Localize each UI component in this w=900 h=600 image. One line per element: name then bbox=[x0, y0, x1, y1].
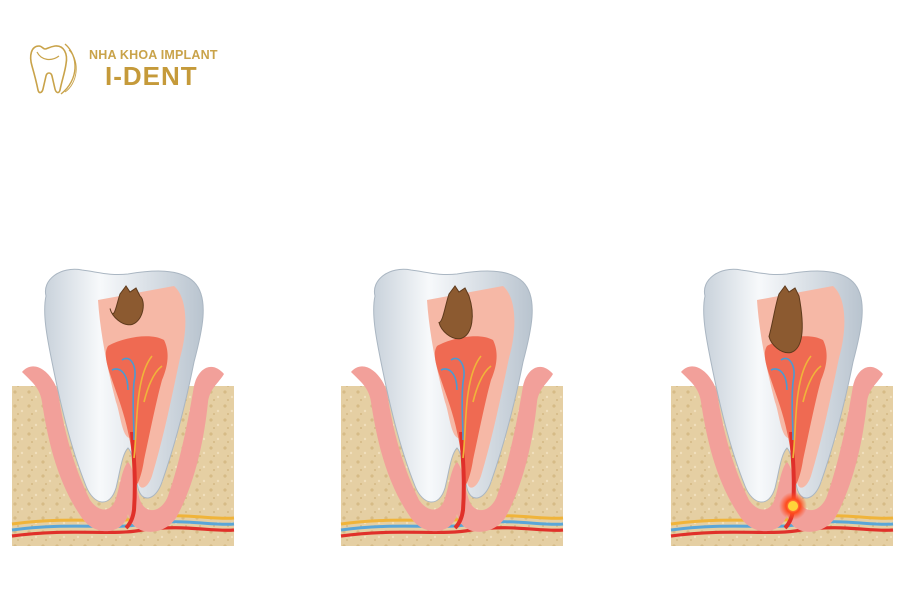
tooth-decay bbox=[109, 285, 144, 326]
tooth-illustration bbox=[11, 268, 235, 546]
gum-tissue bbox=[22, 366, 224, 532]
tooth-diagram-stage-3 bbox=[670, 262, 894, 550]
tooth-decay bbox=[438, 285, 473, 340]
tooth-logo-icon bbox=[29, 43, 77, 95]
pulp-nerve-branch bbox=[440, 368, 458, 391]
pulp-nerve-branch bbox=[472, 365, 492, 403]
pulp-nerve-branch bbox=[450, 357, 465, 441]
pulp-nerve-branch bbox=[802, 365, 822, 403]
root-canal-nerve bbox=[453, 431, 466, 530]
tooth-illustration bbox=[340, 268, 564, 546]
brand-name-main: I-DENT bbox=[105, 61, 198, 91]
pulp-nerve-branch bbox=[462, 355, 482, 459]
root-canal-nerve bbox=[124, 431, 137, 530]
abscess-core bbox=[788, 501, 798, 511]
pulp-nerve-branch bbox=[111, 368, 129, 391]
pulp-nerve-branch bbox=[792, 355, 812, 459]
tooth-illustration bbox=[670, 268, 894, 546]
pulp-nerve-branch bbox=[143, 365, 163, 403]
pulp-nerve-branch bbox=[133, 355, 153, 459]
pulp-nerve-branch bbox=[121, 357, 136, 441]
brand-logo: NHA KHOA IMPLANT I-DENT bbox=[25, 40, 245, 100]
tooth-diagram-stage-2 bbox=[340, 262, 564, 550]
pulp-nerve-branch bbox=[780, 357, 795, 441]
gum-tissue bbox=[681, 366, 883, 532]
gum-tissue bbox=[351, 366, 553, 532]
pulp-nerve-branch bbox=[770, 368, 788, 391]
tooth-decay bbox=[768, 285, 803, 354]
tooth-diagram-stage-1 bbox=[11, 262, 235, 550]
brand-name-top: NHA KHOA IMPLANT bbox=[89, 48, 218, 62]
